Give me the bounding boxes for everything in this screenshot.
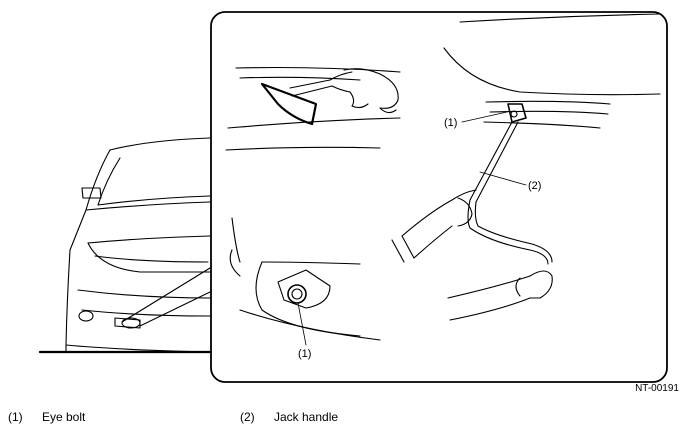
leader-jack-handle (479, 171, 527, 186)
legend-item-eye-bolt: (1) Eye bolt (8, 410, 85, 424)
legend: (1) Eye bolt (2) Jack handle (8, 410, 668, 430)
legend-text: Eye bolt (42, 410, 86, 424)
leader-eye-bolt-top (461, 111, 508, 123)
leader-eye-bolt-bottom (297, 302, 307, 346)
cover-removal-detail (225, 66, 401, 151)
legend-item-jack-handle: (2) Jack handle (240, 410, 338, 424)
callout-eye-bolt-top: (1) (444, 117, 457, 129)
legend-text: Jack handle (274, 410, 339, 424)
legend-number: (2) (240, 410, 255, 424)
car-front-view (38, 137, 212, 354)
eye-bolt-detail (229, 217, 381, 341)
callout-jack-handle: (2) (528, 180, 541, 192)
legend-number: (1) (8, 410, 23, 424)
inset-frame (210, 11, 668, 383)
jack-handle-detail (391, 13, 661, 321)
figure-code: NT-00191 (635, 383, 679, 394)
callout-eye-bolt-bottom: (1) (298, 348, 311, 360)
